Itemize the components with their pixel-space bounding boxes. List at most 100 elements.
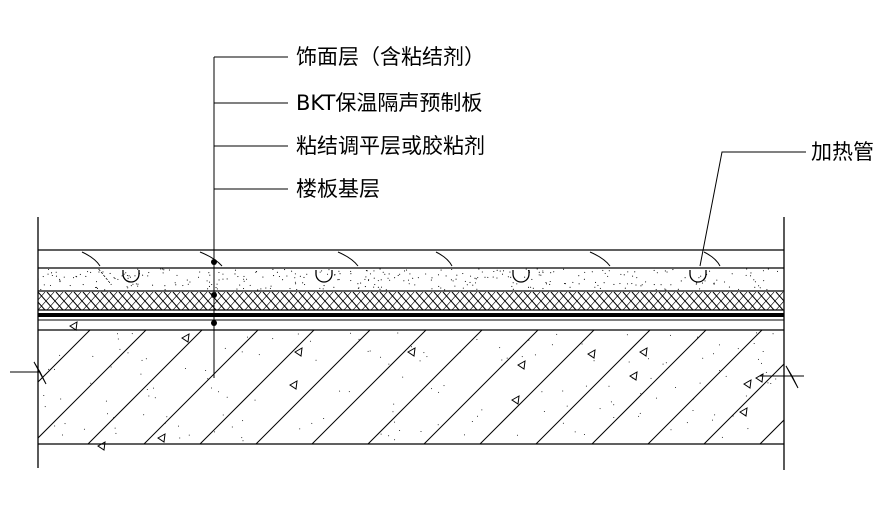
aggregate-dot (562, 422, 564, 424)
aggregate-dot (177, 425, 179, 427)
screed-dot (243, 278, 245, 280)
aggregate-dot (131, 333, 133, 335)
screed-dot (545, 282, 547, 284)
screed-dot (763, 280, 765, 282)
screed-dot (723, 281, 726, 283)
screed-dot (776, 270, 779, 272)
slab-hatch-line (38, 330, 147, 439)
screed-dot (700, 275, 702, 277)
screed-dot (603, 282, 605, 284)
screed-dot (152, 284, 154, 286)
aggregate-dot (61, 434, 63, 436)
aggregate-dot (775, 378, 777, 380)
screed-dot (38, 277, 39, 280)
screed-dot (680, 280, 682, 282)
aggregate-dot (105, 400, 107, 402)
aggregate-dot (83, 428, 85, 430)
hatch-cross-line (712, 292, 730, 310)
screed-dot (469, 281, 471, 284)
screed-dot (564, 283, 567, 285)
aggregate-dot (224, 347, 226, 349)
screed-dot (382, 271, 384, 273)
aggregate-dot (593, 360, 595, 362)
aggregate-dot (107, 413, 109, 415)
screed-dot (431, 277, 433, 279)
slab-hatch-line (199, 330, 315, 444)
screed-dot (602, 269, 604, 271)
aggregate-dot (207, 378, 209, 380)
screed-dot (187, 283, 189, 285)
aggregate-dot (145, 358, 147, 360)
aggregate-dot (574, 431, 576, 433)
screed-dot (236, 288, 238, 290)
screed-dot (276, 271, 278, 273)
aggregate-dot (148, 395, 150, 397)
screed-dot (209, 274, 211, 276)
aggregate-dot (648, 358, 650, 360)
screed-dot (512, 288, 514, 290)
screed-dot (484, 276, 486, 278)
screed-dot (754, 286, 756, 288)
screed-dot (160, 268, 162, 270)
screed-dot (540, 274, 542, 276)
screed-dot (524, 276, 526, 278)
screed-dot (408, 283, 410, 285)
aggregate-dot (242, 420, 244, 422)
aggregate-mark (517, 360, 526, 370)
aggregate-dot (556, 333, 558, 335)
screed-dot (48, 268, 50, 271)
screed-dot (272, 268, 274, 271)
aggregate-dot (44, 406, 46, 408)
hatch-cross-line (38, 292, 55, 310)
screed-dot (304, 283, 306, 286)
aggregate-dot (476, 338, 478, 340)
screed-dot (455, 278, 457, 280)
aggregate-dot (767, 382, 769, 384)
slab-hatch-line (255, 330, 371, 444)
screed-dot (451, 268, 453, 271)
screed-dot (474, 277, 476, 279)
aggregate-dot (127, 352, 129, 354)
aggregate-dot (770, 383, 772, 385)
hatch-cross-line (217, 292, 235, 310)
hatch-cross-line (478, 292, 496, 310)
aggregate-dot (501, 359, 503, 361)
screed-dot (286, 275, 288, 277)
aggregate-dot (737, 348, 739, 350)
slab-hatch-line (311, 330, 427, 444)
screed-dot (373, 286, 375, 288)
screed-dot (291, 270, 293, 272)
screed-dot (243, 275, 245, 277)
aggregate-dot (670, 429, 672, 431)
aggregate-dot (246, 336, 248, 338)
aggregate-dot (640, 393, 642, 395)
aggregate-dot (154, 397, 156, 399)
slab-hatch (0, 330, 784, 444)
aggregate-dot (241, 351, 243, 353)
screed-dot (631, 282, 633, 285)
screed-dot (350, 273, 352, 275)
screed-dot (334, 274, 336, 276)
slab-hatch-line (0, 330, 34, 444)
aggregate-dot (380, 433, 382, 435)
screed-dot (148, 271, 150, 274)
screed-dot (377, 280, 379, 282)
screed-dot (284, 269, 286, 271)
screed-dot (368, 279, 370, 282)
screed-dot (211, 283, 213, 286)
aggregate-dot (423, 352, 425, 354)
aggregate-dot (410, 346, 412, 348)
screed-dot (296, 288, 298, 291)
screed-dot (636, 277, 638, 279)
screed-dot (40, 288, 42, 291)
screed-dot (731, 273, 733, 275)
screed-dot (218, 271, 220, 274)
aggregate-dot (394, 439, 396, 441)
hatch-line (20, 292, 36, 310)
aggregate-dot (309, 340, 311, 342)
aggregate-dot (744, 414, 746, 416)
aggregate-dot (393, 403, 395, 405)
screed-dot (698, 277, 700, 279)
aggregate-dot (54, 425, 56, 427)
